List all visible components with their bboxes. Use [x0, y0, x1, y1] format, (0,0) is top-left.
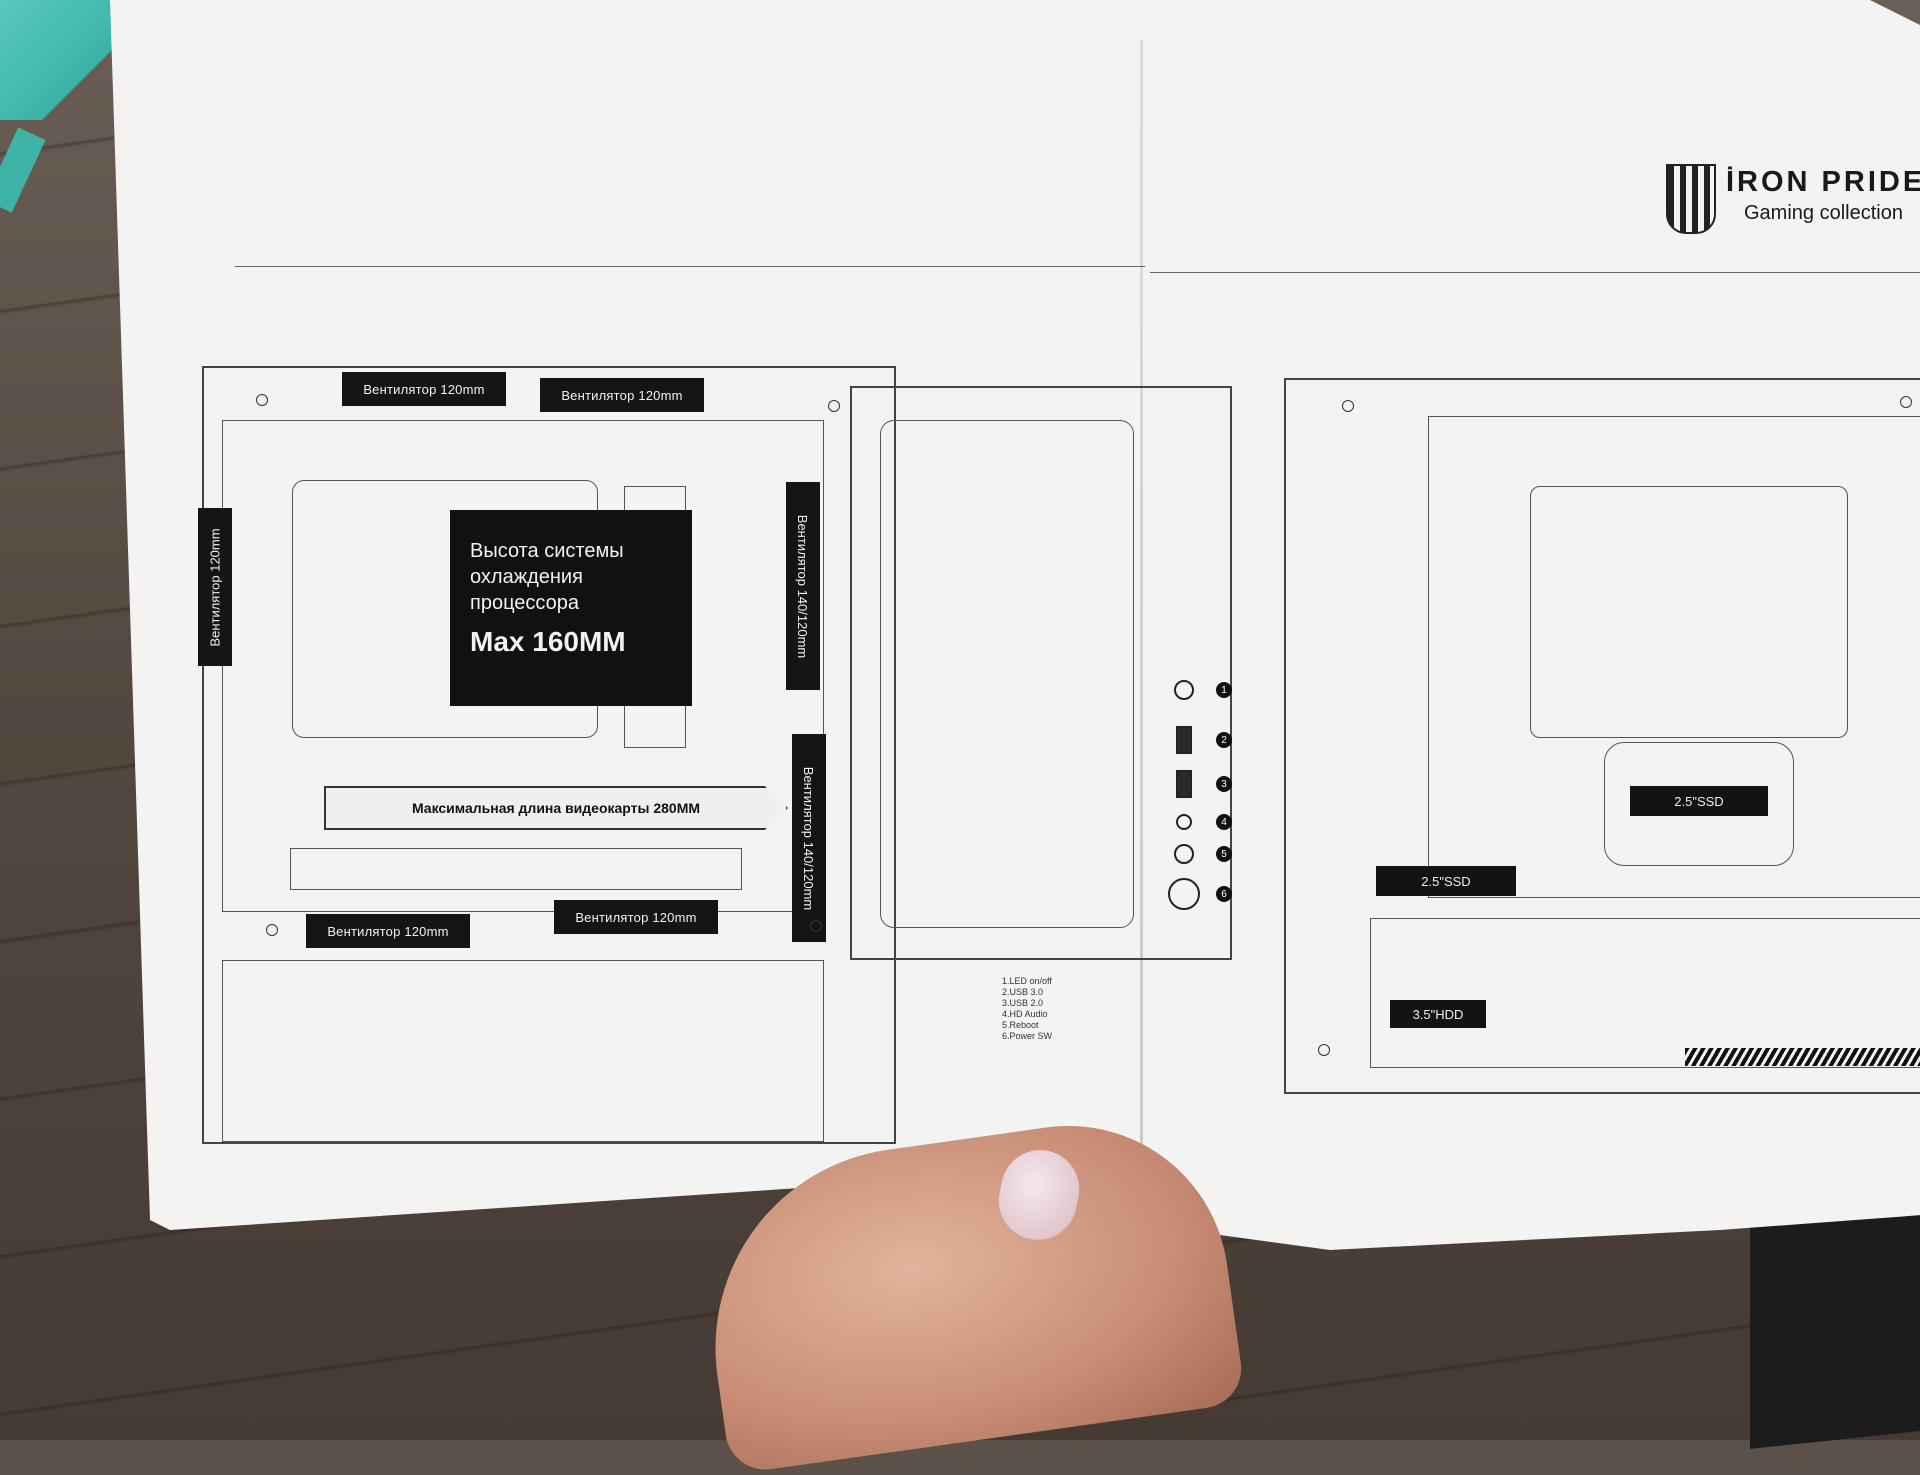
legend-item: 4.HD Audio — [1002, 1009, 1048, 1019]
manual-sheet: İRON PRIDE Gaming collection Вентилятор … — [110, 0, 1920, 1250]
port-number-1: 1 — [1216, 682, 1232, 698]
screw-hole — [1342, 400, 1354, 412]
shield-logo-icon — [1666, 164, 1716, 234]
label-ssd-top: 2.5"SSD — [1630, 786, 1768, 816]
rear-cpu-cutout — [1530, 486, 1848, 738]
led-button-icon[interactable] — [1174, 680, 1194, 700]
screw-hole — [828, 400, 840, 412]
screw-hole — [1900, 396, 1912, 408]
screw-hole — [810, 920, 822, 932]
usb3-port-icon[interactable] — [1176, 726, 1192, 754]
label-fan-bottom-right: Вентилятор 120mm — [554, 900, 718, 934]
screw-hole — [266, 924, 278, 936]
port-number-6: 6 — [1216, 886, 1232, 902]
legend-item: 2.USB 3.0 — [1002, 987, 1044, 997]
brand-tagline: Gaming collection — [1744, 202, 1903, 224]
page-fold — [1140, 40, 1143, 1190]
legend-item: 3.USB 2.0 — [1002, 998, 1044, 1008]
legend-item: 5.Reboot — [1002, 1020, 1039, 1030]
motherboard-tray — [222, 420, 824, 912]
label-fan-top-left: Вентилятор 120mm — [342, 372, 506, 406]
power-button-icon[interactable] — [1168, 878, 1200, 910]
header-rule-left — [235, 266, 1145, 267]
legend-item: 1.LED on/off — [1002, 976, 1052, 986]
port-legend: 1.LED on/off 2.USB 3.0 3.USB 2.0 4.HD Au… — [1002, 976, 1052, 1042]
port-number-2: 2 — [1216, 732, 1232, 748]
front-glass-panel — [880, 420, 1134, 928]
label-fan-top-right: Вентилятор 120mm — [540, 378, 704, 412]
screw-hole — [1318, 1044, 1330, 1056]
case-front-view — [850, 386, 1232, 960]
port-number-3: 3 — [1216, 776, 1232, 792]
reboot-button-icon[interactable] — [1174, 844, 1194, 864]
brand-name: İRON PRIDE — [1726, 166, 1920, 198]
cooler-height-text: Высота системы охлаждения процессора — [470, 540, 624, 614]
label-ssd-bottom: 2.5"SSD — [1376, 866, 1516, 896]
label-fan-front-bottom: Вентилятор 140/120mm — [792, 734, 826, 942]
rear-tray — [1428, 416, 1920, 898]
case-side-view-left — [202, 366, 896, 1144]
cooler-max-value: Max 160MM — [470, 626, 626, 657]
ssd-bracket — [1604, 742, 1794, 866]
legend-item: 6.Power SW — [1002, 1031, 1053, 1041]
label-fan-front-top: Вентилятор 140/120mm — [786, 482, 820, 690]
usb2-port-icon[interactable] — [1176, 770, 1192, 798]
gpu-length-arrow: Максимальная длина видеокарты 280MM — [324, 786, 788, 830]
audio-jack-icon[interactable] — [1176, 814, 1192, 830]
psu-vent-grille — [1685, 1048, 1920, 1066]
hdd-cage-bottom — [290, 848, 742, 890]
psu-area — [1370, 918, 1920, 1068]
psu-shroud — [222, 960, 824, 1142]
header-rule-right — [1150, 272, 1920, 273]
cpu-cooler-height-box: Высота системы охлаждения процессора Max… — [450, 510, 692, 706]
label-hdd: 3.5"HDD — [1390, 1000, 1486, 1028]
port-number-4: 4 — [1216, 814, 1232, 830]
screw-hole — [256, 394, 268, 406]
case-side-view-right — [1284, 378, 1920, 1094]
label-fan-bottom-left: Вентилятор 120mm — [306, 914, 470, 948]
label-fan-side: Вентилятор 120mm — [198, 508, 232, 666]
port-number-5: 5 — [1216, 846, 1232, 862]
